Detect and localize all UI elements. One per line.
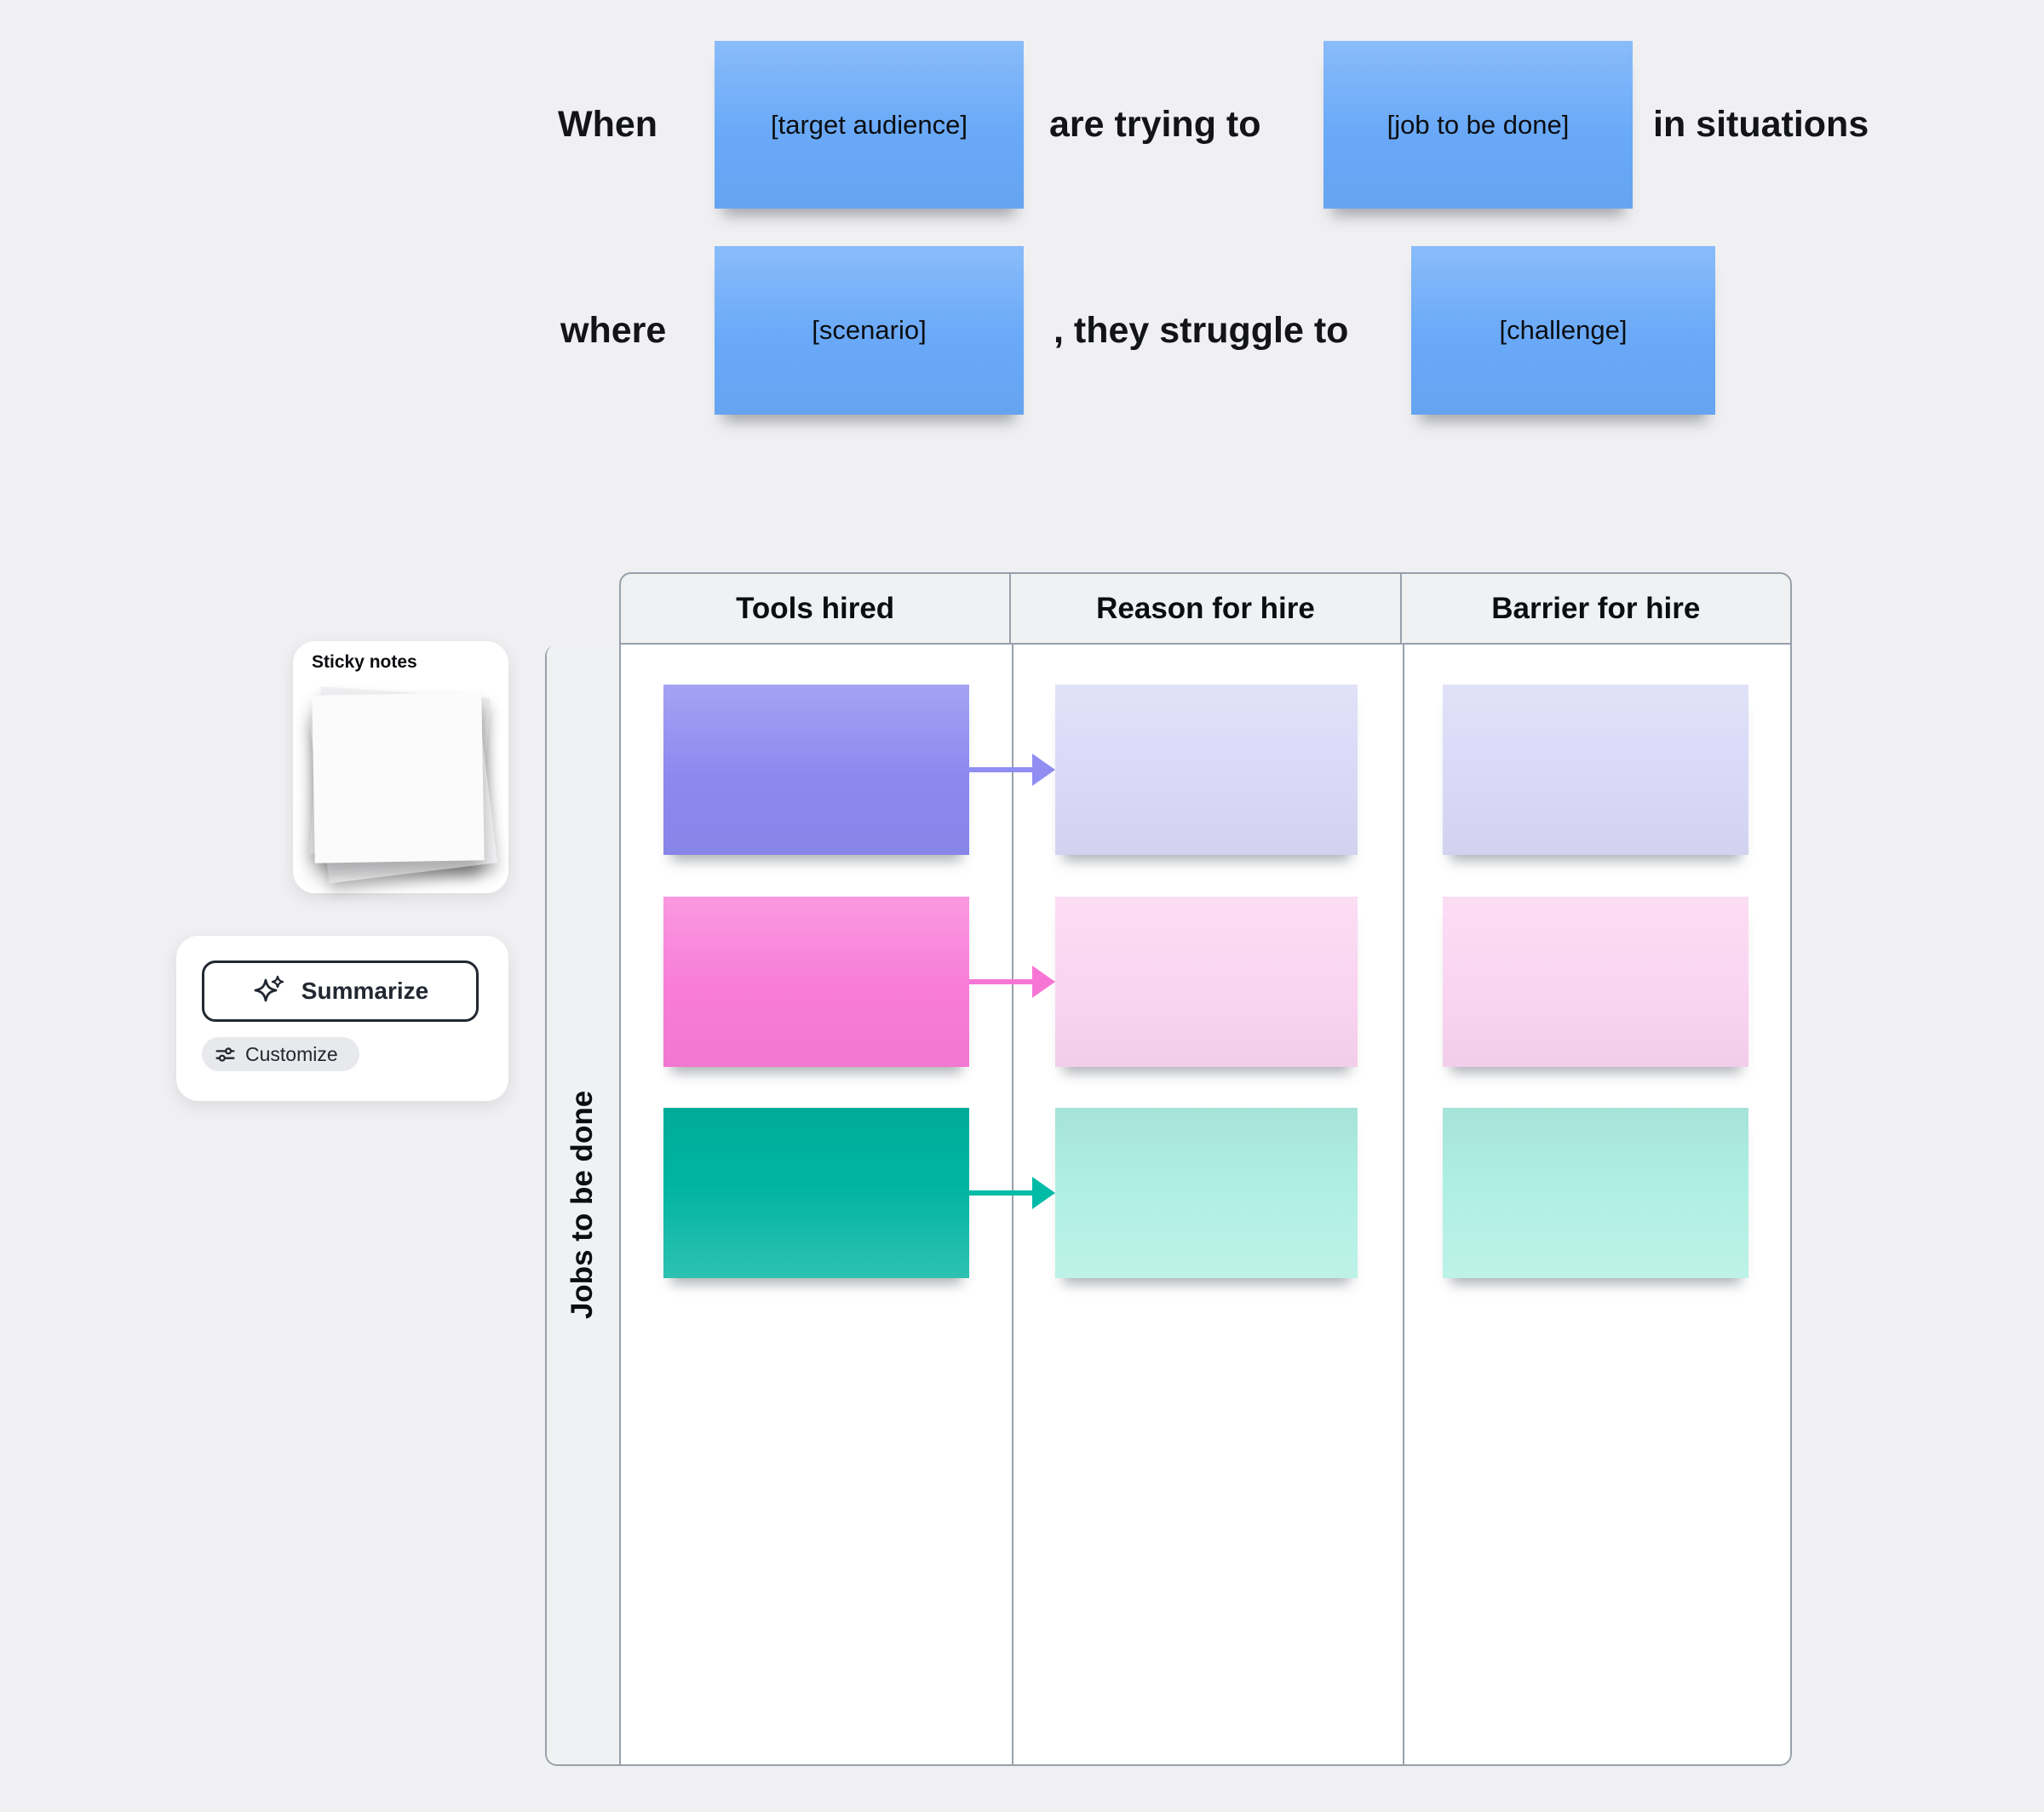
summarize-button[interactable]: Summarize <box>202 960 479 1022</box>
summarize-button-label: Summarize <box>301 978 429 1004</box>
sticky-note-text: [scenario] <box>812 315 927 345</box>
sentence-text-they-struggle-to: , they struggle to <box>1054 310 1349 351</box>
connector-arrow-1[interactable] <box>969 754 1055 786</box>
sticky-notes-panel: Sticky notes <box>293 641 508 893</box>
table-header-row: Tools hired Reason for hire Barrier for … <box>619 572 1792 645</box>
sentence-text-are-trying-to: are trying to <box>1049 104 1261 145</box>
connector-arrowhead-icon <box>1032 754 1055 786</box>
connector-arrowhead-icon <box>1032 1177 1055 1209</box>
connector-arrow-2[interactable] <box>969 966 1055 998</box>
table-row-header-jobs-to-be-done[interactable]: Jobs to be done <box>547 645 621 1764</box>
customize-button-label: Customize <box>245 1042 338 1065</box>
sticky-note-reason-for-hire-2[interactable] <box>1055 897 1358 1067</box>
connector-arrowhead-icon <box>1032 966 1055 998</box>
sentence-text-when: When <box>558 104 658 145</box>
sticky-notes-panel-title: Sticky notes <box>312 652 417 672</box>
sticky-note-reason-for-hire-1[interactable] <box>1055 685 1358 855</box>
connector-arrow-3[interactable] <box>969 1177 1055 1209</box>
connector-line <box>969 767 1032 772</box>
sticky-note-challenge[interactable]: [challenge] <box>1411 246 1715 415</box>
sticky-note-stack-front[interactable] <box>312 692 485 863</box>
customize-button[interactable]: Customize <box>202 1037 359 1071</box>
sticky-note-text: [job to be done] <box>1387 109 1570 140</box>
sentence-text-in-situations: in situations <box>1653 104 1869 145</box>
table-column-divider <box>1012 645 1013 1764</box>
sentence-text-where: where <box>560 310 667 351</box>
sticky-note-text: [challenge] <box>1499 315 1628 345</box>
connector-line <box>969 1190 1032 1196</box>
table-header-tools-hired[interactable]: Tools hired <box>736 591 895 625</box>
table-header-barrier-for-hire[interactable]: Barrier for hire <box>1399 574 1790 643</box>
sticky-note-target-audience[interactable]: [target audience] <box>715 41 1024 209</box>
table-row-header-label: Jobs to be done <box>566 1090 600 1319</box>
sticky-note-barrier-for-hire-3[interactable] <box>1443 1108 1748 1278</box>
sticky-note-tools-hired-2[interactable] <box>663 897 969 1067</box>
sparkles-icon <box>254 975 284 1002</box>
table-column-divider <box>1403 645 1404 1764</box>
sticky-note-scenario[interactable]: [scenario] <box>715 246 1024 415</box>
sticky-note-tools-hired-3[interactable] <box>663 1108 969 1278</box>
sticky-note-text: [target audience] <box>771 109 967 140</box>
sliders-icon <box>215 1046 235 1062</box>
connector-line <box>969 979 1032 984</box>
sticky-note-barrier-for-hire-2[interactable] <box>1443 897 1748 1067</box>
table-header-reason-for-hire[interactable]: Reason for hire <box>1009 574 1399 643</box>
assistant-panel: Summarize Customize <box>176 936 508 1101</box>
sticky-note-job-to-be-done[interactable]: [job to be done] <box>1323 41 1633 209</box>
sticky-note-barrier-for-hire-1[interactable] <box>1443 685 1748 855</box>
sticky-note-tools-hired-1[interactable] <box>663 685 969 855</box>
sticky-note-reason-for-hire-3[interactable] <box>1055 1108 1358 1278</box>
table-body[interactable]: Jobs to be done <box>545 645 1792 1766</box>
